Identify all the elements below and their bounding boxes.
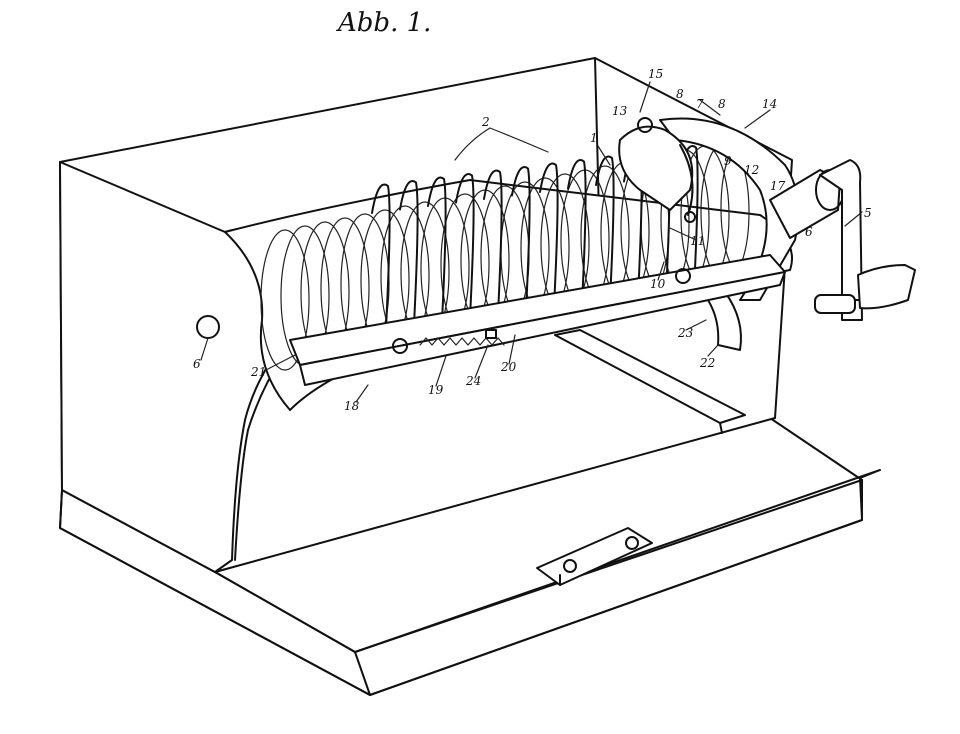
- label-1: 1: [590, 131, 598, 145]
- label-2: 2: [481, 115, 490, 129]
- cam-fin: [567, 159, 587, 305]
- label-10: 10: [650, 277, 666, 291]
- screw-icon: [563, 559, 577, 573]
- cross-bar: [554, 329, 746, 434]
- screw-icon: [625, 536, 639, 550]
- front-rail: [289, 254, 786, 386]
- front-plate: [536, 527, 653, 586]
- label-23: 23: [677, 326, 694, 340]
- label-7: 7: [696, 97, 704, 111]
- label-15: 15: [648, 67, 663, 81]
- cam-fin: [539, 162, 559, 308]
- label-12: 12: [744, 163, 759, 177]
- screw-icon: [392, 338, 408, 354]
- right-side-plate: [659, 99, 800, 301]
- label-8b: 8: [718, 97, 726, 111]
- cam-fin: [455, 173, 475, 319]
- cam-fin: [483, 169, 503, 315]
- label-6a: 6: [193, 357, 201, 371]
- label-11: 11: [690, 234, 705, 248]
- cam-fin: [511, 166, 531, 312]
- hand-icon: [857, 264, 916, 310]
- label-19: 19: [428, 383, 444, 397]
- label-13: 13: [612, 104, 628, 118]
- figure-title: Abb. 1.: [338, 8, 432, 38]
- label-22: 22: [699, 356, 715, 370]
- cam-fin: [595, 155, 615, 301]
- label-8a: 8: [676, 87, 684, 101]
- leader-lines: [200, 81, 863, 403]
- cam-fin: [427, 176, 447, 322]
- label-24: 24: [465, 374, 481, 388]
- label-6b: 6: [805, 225, 813, 239]
- spring-icon: [419, 337, 505, 346]
- label-9: 9: [724, 154, 732, 168]
- label-17: 17: [770, 179, 786, 193]
- drum-disk: [260, 229, 310, 371]
- label-21: 21: [250, 365, 266, 379]
- cam-follower: [618, 117, 696, 223]
- reference-labels: 1 2 5 6 6 7 8 8 9 10 11 12 13 14 15 17 1…: [193, 67, 872, 413]
- label-20: 20: [500, 360, 517, 374]
- pawl-segment: [707, 291, 742, 351]
- label-5: 5: [864, 206, 872, 220]
- cam-fin: [399, 180, 419, 326]
- hand-crank: [769, 159, 916, 321]
- screw-icon: [675, 268, 691, 284]
- label-14: 14: [762, 97, 777, 111]
- cam-fin: [371, 183, 391, 329]
- base-tray: [59, 417, 881, 696]
